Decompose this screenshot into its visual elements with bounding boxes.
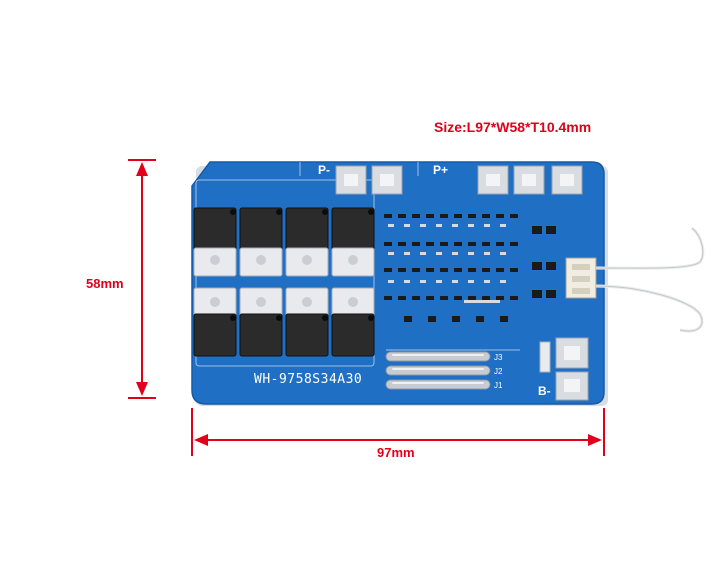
- smd-components: [384, 214, 556, 322]
- height-dimension-label: 58mm: [86, 276, 124, 291]
- pad-label-p-plus: P+: [433, 163, 449, 177]
- width-dimension-label: 97mm: [377, 445, 415, 460]
- board-model-print: WH-9758S34A30: [254, 372, 363, 387]
- jumper-label: J3: [494, 353, 503, 362]
- size-spec-label: Size:L97*W58*T10.4mm: [434, 119, 592, 135]
- pad-label-p-minus: P-: [318, 163, 330, 177]
- pad-label-b-minus: B-: [538, 384, 551, 398]
- sensor-wire: [595, 226, 705, 333]
- balance-connector: [565, 257, 597, 299]
- jumper-label: J2: [494, 367, 503, 376]
- b-minus-pads: [555, 337, 589, 401]
- width-dimension-line: [191, 408, 605, 456]
- mosfets-bottom-row: [193, 287, 375, 357]
- top-pads: [335, 165, 583, 195]
- jumper-label: J1: [494, 381, 503, 390]
- jumper-wires: [385, 351, 491, 390]
- mosfets-top-row: [193, 207, 375, 277]
- height-dimension-line: [128, 159, 156, 399]
